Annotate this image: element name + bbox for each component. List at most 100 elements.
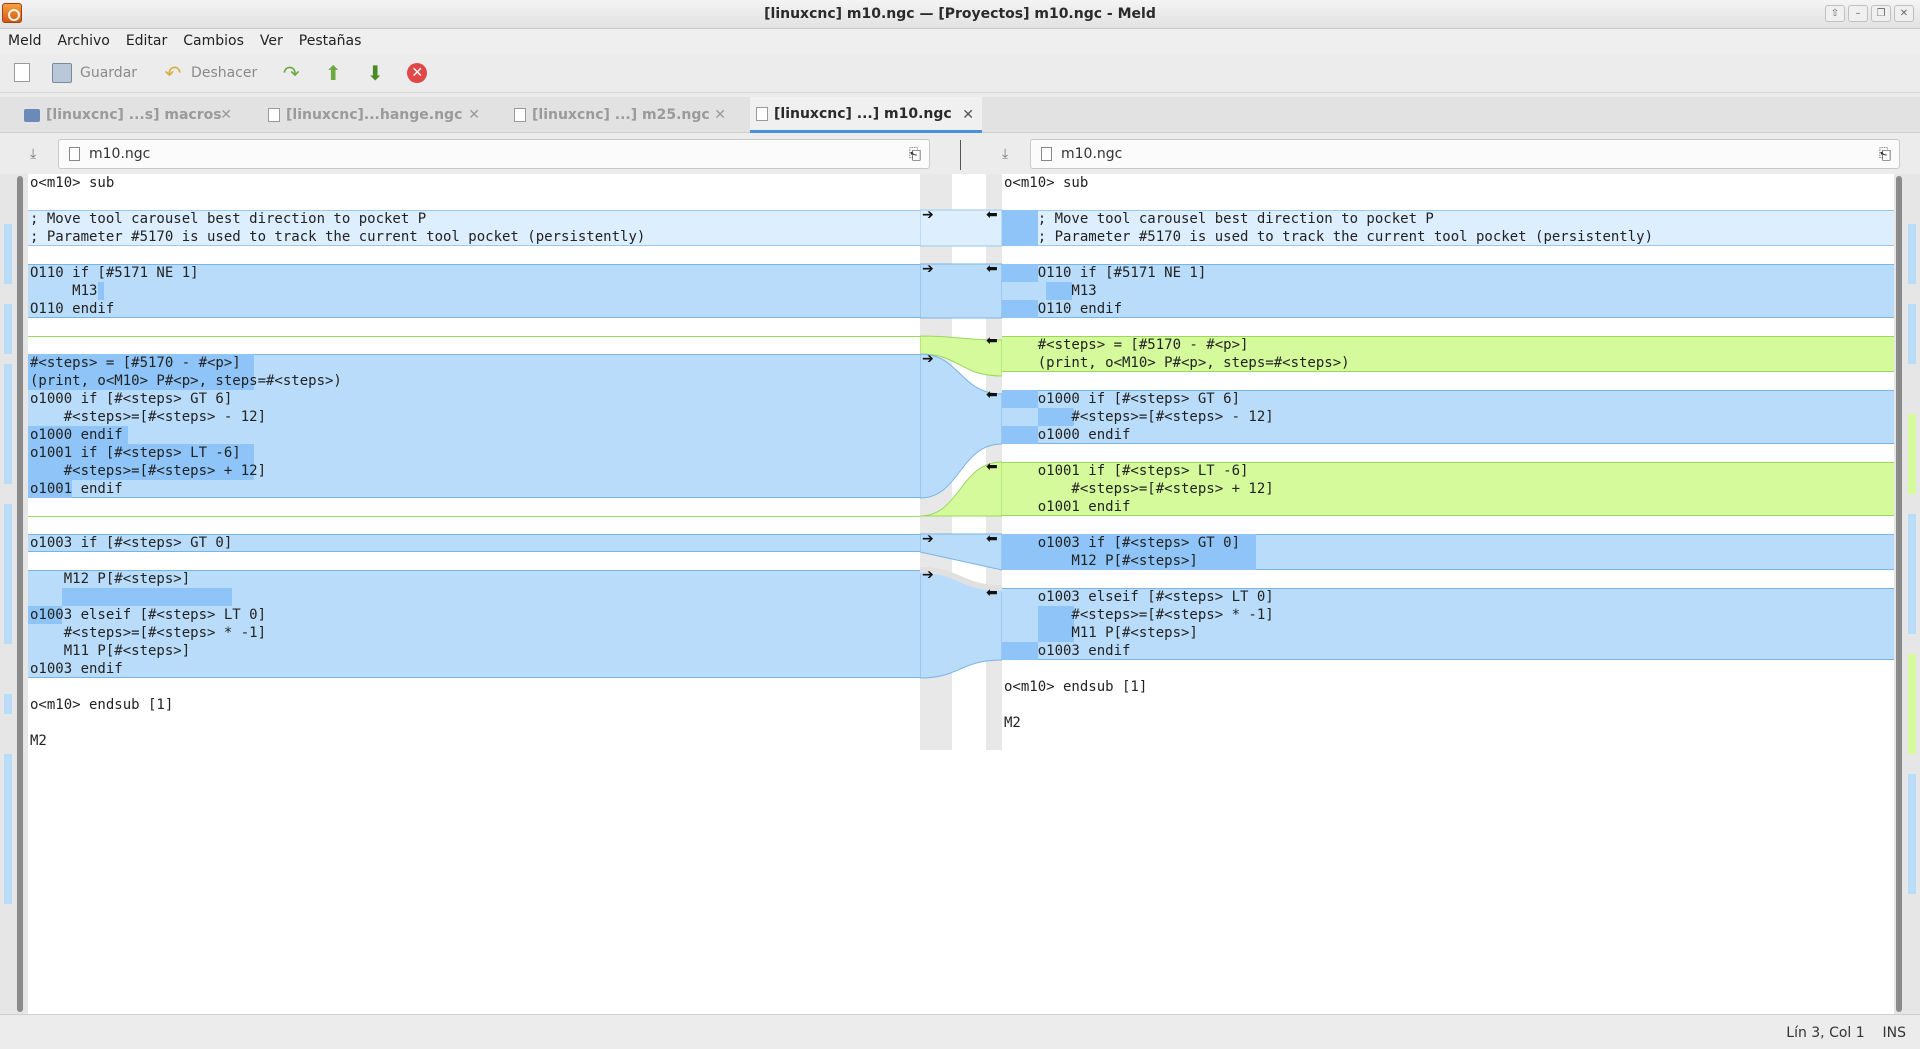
left-overview-map[interactable]	[0, 174, 28, 1014]
file-icon	[268, 108, 280, 122]
svg-text:➔: ➔	[922, 567, 934, 583]
map-mark	[1908, 514, 1916, 634]
code-line	[1002, 660, 1004, 678]
tab-m25-ngc[interactable]: [linuxcnc] ...] m25.ngc ✕	[508, 97, 734, 133]
maximize-up-icon[interactable]: ⇧	[1825, 5, 1845, 22]
close-tab-icon[interactable]: ✕	[714, 107, 726, 123]
open-file-icon[interactable]: ⎗	[908, 145, 921, 163]
stop-icon: ✕	[407, 62, 428, 83]
code-line: o1000 if [#<steps> GT 6]	[30, 391, 233, 407]
code-line: M12 P[#<steps>]	[30, 571, 191, 587]
code-line: #<steps>=[#<steps> * -1]	[30, 625, 267, 641]
code-line	[1002, 246, 1004, 264]
map-mark	[1908, 654, 1916, 754]
menu-editar[interactable]: Editar	[125, 33, 168, 49]
meld-app-icon[interactable]	[2, 3, 22, 23]
menu-archivo[interactable]: Archivo	[57, 33, 110, 49]
right-file-selector[interactable]: m10.ngc ⎗	[1030, 139, 1900, 169]
close-tab-icon[interactable]: ✕	[468, 107, 480, 123]
change-block	[1002, 588, 1894, 660]
insert-marker	[28, 516, 920, 517]
code-line: o1001 if [#<steps> LT -6]	[30, 445, 241, 461]
save-label: Guardar	[80, 64, 138, 81]
save-button[interactable]: Guardar	[52, 58, 137, 88]
inline-highlight	[28, 480, 72, 498]
previous-change-button[interactable]: ⬆	[323, 58, 351, 88]
download-icon[interactable]: ⤓	[1002, 146, 1009, 162]
svg-text:➔: ➔	[922, 261, 934, 277]
change-block	[1002, 390, 1894, 444]
close-tab-icon[interactable]: ✕	[962, 107, 974, 123]
title-bar: [linuxcnc] m10.ngc — [Proyectos] m10.ngc…	[0, 0, 1920, 29]
inline-highlight	[1002, 264, 1038, 282]
status-bar: Lín 3, Col 1 INS	[0, 1014, 1920, 1049]
svg-text:➔: ➔	[922, 531, 934, 547]
code-line	[28, 552, 30, 570]
window-controls: ⇧ – ❐ ✕	[1825, 5, 1914, 22]
code-line: #<steps>=[#<steps> - 12]	[1004, 409, 1274, 425]
close-tab-icon[interactable]: ✕	[220, 107, 232, 123]
code-line: ; Move tool carousel best direction to p…	[30, 211, 427, 227]
map-mark	[1908, 224, 1916, 284]
inline-highlight	[1002, 390, 1038, 408]
arrow-up-icon: ⬆	[324, 60, 342, 85]
code-line	[1002, 696, 1004, 714]
pane-divider	[960, 140, 961, 170]
code-line: M13	[30, 283, 98, 299]
inline-highlight	[28, 354, 254, 390]
right-file-name: m10.ngc	[1061, 146, 1123, 162]
tab-macros[interactable]: [linuxcnc] ...s] macros ✕	[18, 97, 240, 133]
cursor-status: Lín 3, Col 1 INS	[1786, 1025, 1906, 1041]
undo-button[interactable]: ↶Deshacer	[163, 58, 258, 88]
folder-icon	[24, 108, 40, 122]
code-line: M13	[1004, 283, 1097, 299]
restore-icon[interactable]: ❐	[1871, 5, 1891, 22]
close-window-icon[interactable]: ✕	[1894, 5, 1914, 22]
change-block	[1002, 264, 1894, 318]
file-icon	[69, 147, 80, 161]
inline-highlight	[1038, 606, 1074, 642]
tab-m10-ngc[interactable]: [linuxcnc] ...] m10.ngc ✕	[750, 97, 982, 133]
code-line: M2	[30, 733, 47, 749]
minimize-icon[interactable]: –	[1848, 5, 1868, 22]
right-scrollbar[interactable]	[1896, 176, 1902, 1012]
next-change-button[interactable]: ⬇	[365, 58, 393, 88]
inline-highlight	[28, 426, 128, 444]
map-mark	[4, 694, 12, 714]
code-line: o<m10> sub	[30, 175, 115, 191]
code-line: o1000 if [#<steps> GT 6]	[1004, 391, 1241, 407]
svg-text:⬅: ⬅	[986, 585, 998, 601]
toolbar: Guardar ↶Deshacer ↷ ⬆ ⬇ ✕	[0, 53, 1920, 93]
download-icon[interactable]: ⤓	[30, 146, 37, 162]
left-scrollbar[interactable]	[17, 176, 23, 1012]
code-line: o1003 elseif [#<steps> LT 0]	[1004, 589, 1274, 605]
open-file-icon[interactable]: ⎗	[1878, 145, 1891, 163]
code-line: #<steps>=[#<steps> - 12]	[30, 409, 267, 425]
tab-change-ngc[interactable]: [linuxcnc]...hange.ngc ✕	[262, 97, 488, 133]
left-file-selector[interactable]: m10.ngc ⎗	[58, 139, 930, 169]
left-text-pane[interactable]: o<m10> sub ; Move tool carousel best dire…	[28, 174, 920, 1014]
menu-ver[interactable]: Ver	[259, 33, 283, 49]
svg-text:⬅: ⬅	[986, 261, 998, 277]
code-line: #<steps>=[#<steps> * -1]	[1004, 607, 1274, 623]
code-line	[28, 714, 30, 732]
right-text-pane[interactable]: o<m10> sub ; Move tool carousel best dir…	[1002, 174, 1894, 1014]
inline-highlight	[62, 588, 232, 606]
code-line: (print, o<M10> P#<p>, steps=#<steps>)	[30, 373, 342, 389]
code-line: O110 endif	[30, 301, 115, 317]
svg-text:⬅: ⬅	[986, 333, 998, 349]
code-line: o1000 endif	[30, 427, 123, 443]
menu-meld[interactable]: Meld	[8, 33, 42, 49]
map-mark	[4, 754, 12, 904]
redo-button[interactable]: ↷	[281, 58, 309, 88]
inline-highlight	[1002, 426, 1038, 444]
change-block	[28, 210, 920, 246]
stop-button[interactable]: ✕	[407, 58, 435, 88]
code-line: (print, o<M10> P#<p>, steps=#<steps>)	[1004, 355, 1350, 371]
new-comparison-button[interactable]	[14, 58, 38, 88]
right-overview-map[interactable]	[1894, 174, 1920, 1014]
code-line: o1003 if [#<steps> GT 0]	[1004, 535, 1241, 551]
tab-label: [linuxcnc]...hange.ngc	[286, 107, 463, 123]
menu-pestanas[interactable]: Pestañas	[298, 33, 362, 49]
menu-cambios[interactable]: Cambios	[183, 33, 244, 49]
